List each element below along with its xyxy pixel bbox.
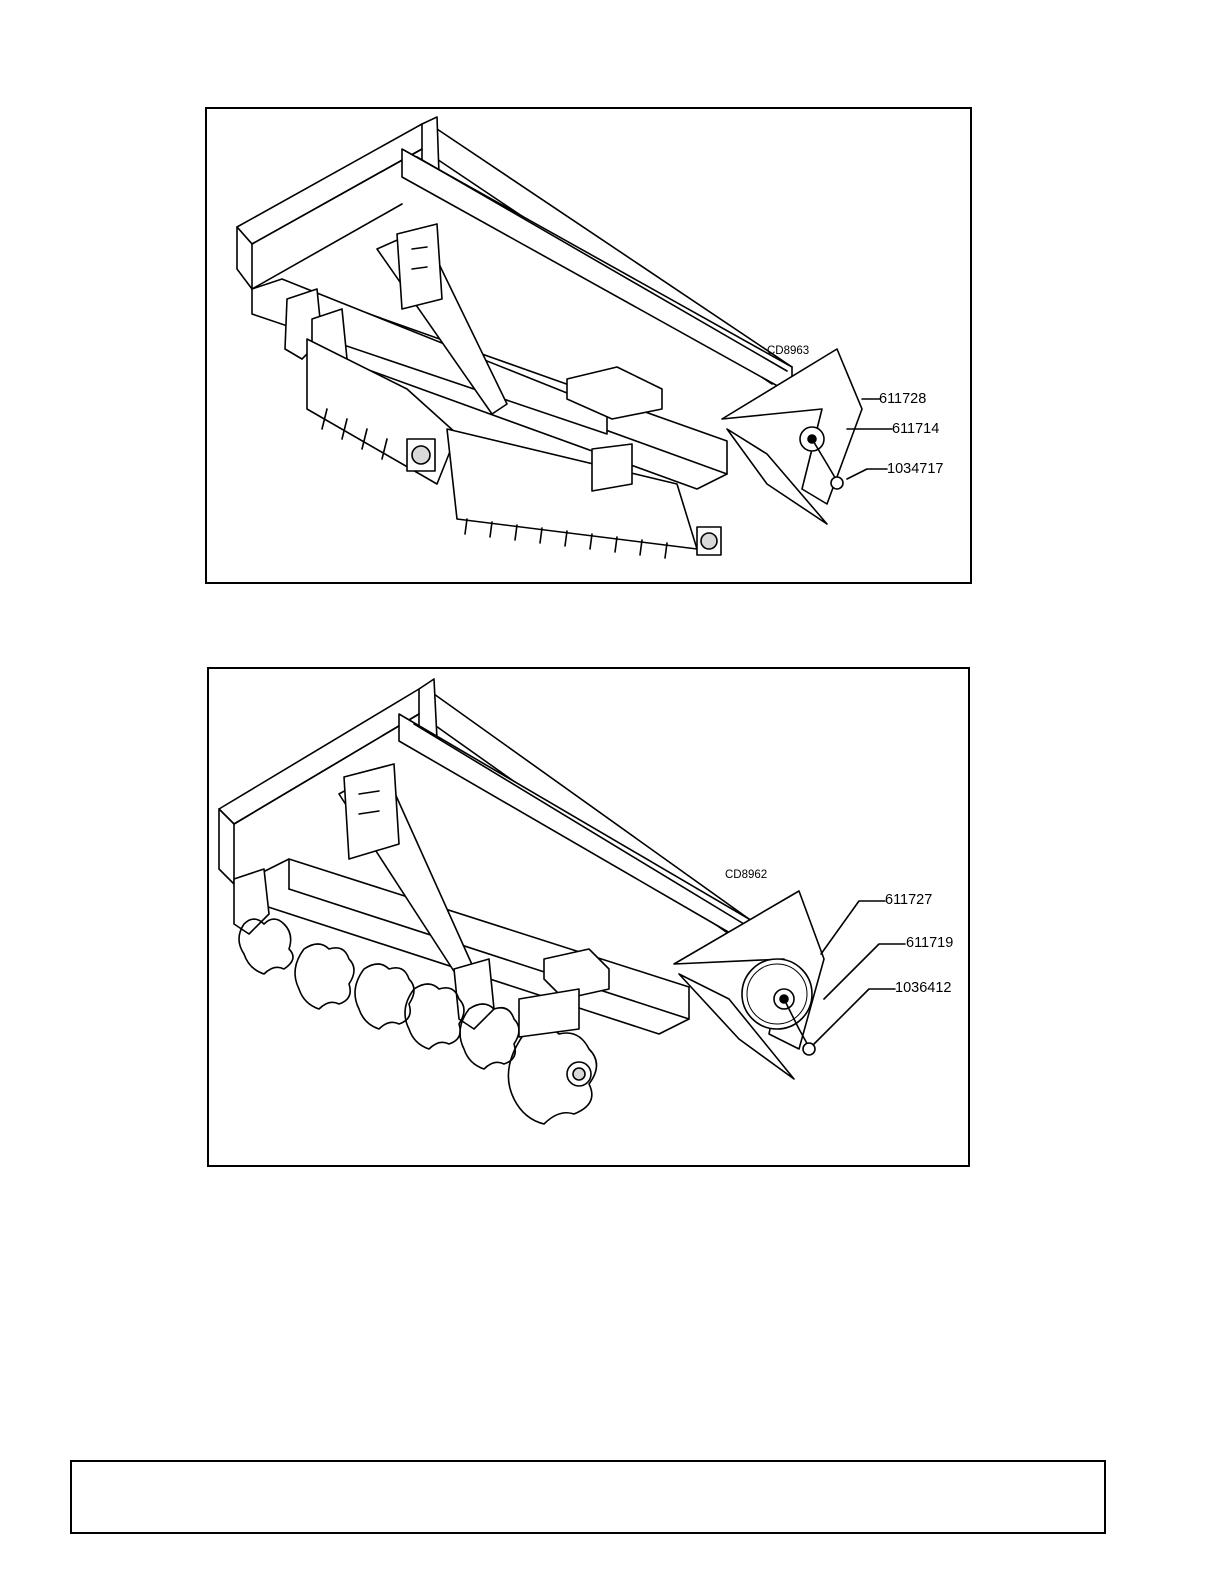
part-callout: 1036412 — [895, 980, 951, 996]
part-callout: 611728 — [879, 391, 926, 407]
aerator-frame-drawing — [207, 109, 970, 582]
figure-aerator-frame: CD8963 611728 611714 1034717 — [205, 107, 972, 584]
figure-disc-harrow-frame: CD8962 611727 611719 1036412 — [207, 667, 970, 1167]
part-callout: 1034717 — [887, 461, 943, 477]
part-callout: 611719 — [906, 935, 953, 951]
disc-harrow-frame-drawing — [209, 669, 968, 1165]
part-callout: 611714 — [892, 421, 939, 437]
drawing-code: CD8962 — [725, 869, 767, 881]
drawing-code: CD8963 — [767, 345, 809, 357]
part-callout: 611727 — [885, 892, 932, 908]
footer-box — [70, 1460, 1106, 1534]
